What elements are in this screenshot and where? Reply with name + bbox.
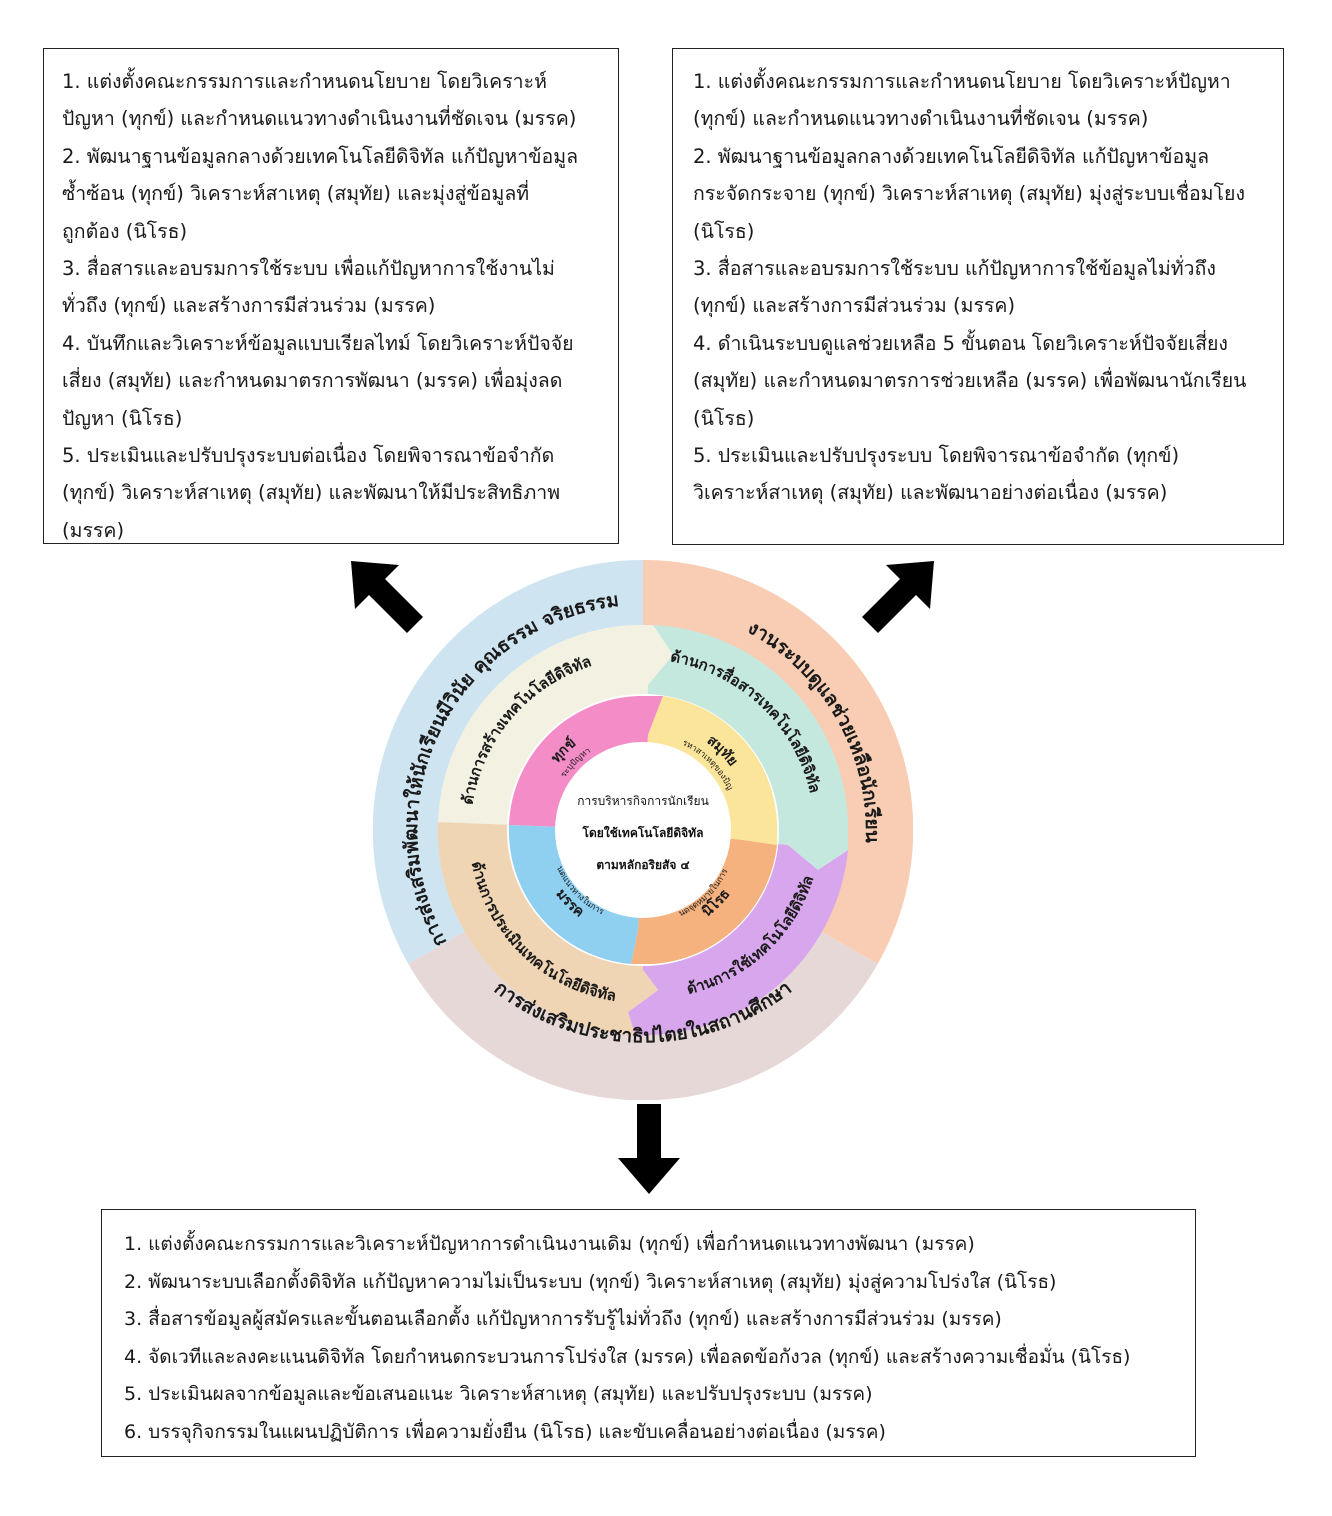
text-line: (ทุกข์) และสร้างการมีส่วนร่วม (มรรค) — [693, 294, 1016, 318]
arrow-up-right-icon — [862, 561, 934, 633]
text-line: 5. ประเมินและปรับปรุงระบบ โดยพิจารณาข้อจ… — [693, 444, 1180, 468]
text-line: กระจัดกระจาย (ทุกข์) วิเคราะห์สาเหตุ (สม… — [693, 182, 1245, 206]
text-line: 5. ประเมินและปรับปรุงระบบต่อเนื่อง โดยพิ… — [62, 444, 555, 468]
arrow-up-left-icon — [351, 561, 423, 633]
text-line: 1. แต่งตั้งคณะกรรมการและกำหนดนโยบาย โดยว… — [693, 70, 1231, 93]
text-box-democracy: 1. แต่งตั้งคณะกรรมการและวิเคราะห์ปัญหากา… — [101, 1209, 1196, 1457]
text-line: 6. บรรจุกิจกรรมในแผนปฏิบัติการ เพื่อความ… — [124, 1420, 886, 1443]
text-line: (ทุกข์) และกำหนดแนวทางดำเนินงานที่ชัดเจน… — [693, 107, 1149, 131]
text-line: 2. พัฒนาฐานข้อมูลกลางด้วยเทคโนโลยีดิจิทั… — [693, 144, 1210, 168]
center-title-line-1: การบริหารกิจการนักเรียน — [577, 794, 709, 808]
text-line: 3. สื่อสารและอบรมการใช้ระบบ เพื่อแก้ปัญห… — [62, 257, 555, 281]
text-line: 2. พัฒนาระบบเลือกตั้งดิจิทัล แก้ปัญหาควา… — [124, 1270, 1057, 1293]
text-line: ปัญหา (นิโรธ) — [62, 406, 183, 430]
text-line: ถูกต้อง (นิโรธ) — [62, 219, 188, 243]
text-line: วิเคราะห์สาเหตุ (สมุทัย) และพัฒนาอย่างต่… — [693, 481, 1168, 505]
arrow-down-icon — [618, 1104, 680, 1194]
text-line: 1. แต่งตั้งคณะกรรมการและวิเคราะห์ปัญหากา… — [124, 1233, 975, 1255]
text-line: 4. บันทึกและวิเคราะห์ข้อมูลแบบเรียลไทม์ … — [62, 331, 574, 355]
center-title-line-2: โดยใช้เทคโนโลยีดิจิทัล — [582, 825, 704, 840]
text-line: 4. ดำเนินระบบดูแลช่วยเหลือ 5 ขั้นตอน โดย… — [693, 331, 1228, 355]
text-line: ซ้ำซ้อน (ทุกข์) วิเคราะห์สาเหตุ (สมุทัย)… — [62, 182, 530, 206]
text-line: 4. จัดเวทีและลงคะแนนดิจิทัล โดยกำหนดกระบ… — [124, 1345, 1131, 1368]
text-line: 2. พัฒนาฐานข้อมูลกลางด้วยเทคโนโลยีดิจิทั… — [62, 144, 579, 168]
text-line: 5. ประเมินผลจากข้อมูลและข้อเสนอแนะ วิเคร… — [124, 1383, 873, 1406]
text-box-discipline: 1. แต่งตั้งคณะกรรมการและกำหนดนโยบาย โดยว… — [43, 48, 619, 544]
text-line: ทั่วถึง (ทุกข์) และสร้างการมีส่วนร่วม (ม… — [62, 294, 436, 318]
text-line: 3. สื่อสารข้อมูลผู้สมัครและขั้นตอนเลือกต… — [124, 1308, 1002, 1331]
ariyasacca-wheel: การบริหารกิจการนักเรียน โดยใช้เทคโนโลยีด… — [373, 560, 913, 1100]
text-line: (นิโรธ) — [693, 219, 755, 243]
text-box-student-care: 1. แต่งตั้งคณะกรรมการและกำหนดนโยบาย โดยว… — [672, 48, 1284, 545]
text-line: ปัญหา (ทุกข์) และกำหนดแนวทางดำเนินงานที่… — [62, 107, 577, 131]
center-title-line-3: ตามหลักอริยสัจ ๔ — [596, 858, 689, 872]
text-line: (สมุทัย) และกำหนดมาตรการช่วยเหลือ (มรรค)… — [693, 369, 1247, 393]
text-line: (นิโรธ) — [693, 406, 755, 430]
text-line: 1. แต่งตั้งคณะกรรมการและกำหนดนโยบาย โดยว… — [62, 70, 547, 93]
text-line: (มรรค) — [62, 518, 125, 542]
text-line: เสี่ยง (สมุทัย) และกำหนดมาตรการพัฒนา (มร… — [62, 369, 563, 393]
center-circle — [555, 742, 731, 918]
text-line: 3. สื่อสารและอบรมการใช้ระบบ แก้ปัญหาการใ… — [693, 257, 1216, 281]
text-line: (ทุกข์) วิเคราะห์สาเหตุ (สมุทัย) และพัฒน… — [62, 481, 561, 505]
